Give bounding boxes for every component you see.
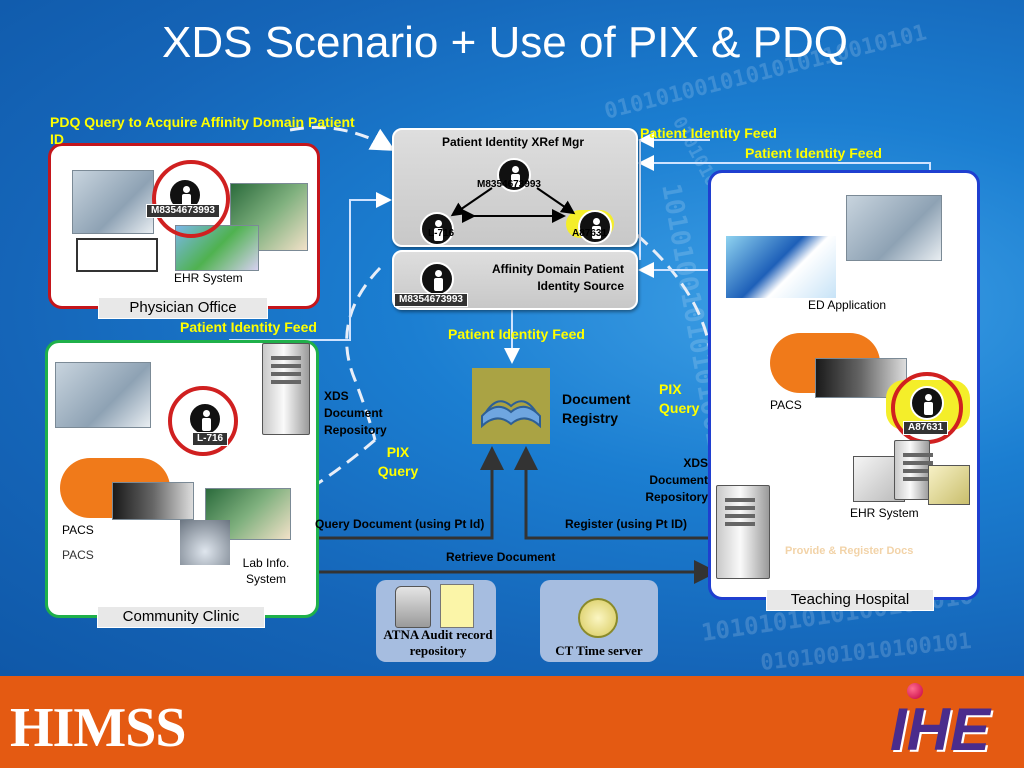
- query-document-label: Query Document (using Pt Id): [315, 517, 485, 531]
- ehr-server-icon: [894, 440, 933, 500]
- ehr-system-label: EHR System: [174, 271, 243, 285]
- ed-application-label: ED Application: [808, 298, 887, 312]
- patient-identity-feed-top: Patient Identity Feed: [640, 125, 777, 141]
- stretcher-clipart: [726, 236, 836, 298]
- affinity-title: Affinity Domain Patient Identity Source: [491, 262, 624, 293]
- clinic-repository-label: XDS Document Repository: [324, 389, 387, 437]
- hospital-repository-server: [716, 485, 770, 579]
- retrieve-document-label: Retrieve Document: [446, 550, 556, 564]
- ehr-document-icon: [928, 465, 970, 505]
- physician-patient-id: M8354673993: [146, 204, 220, 218]
- no-symbol-icon: [168, 386, 238, 456]
- clinic-workers-photo: [55, 362, 151, 428]
- atna-label: ATNA Audit record repository: [383, 627, 493, 658]
- no-symbol-icon: [152, 160, 230, 238]
- connector-layer: [229, 125, 931, 584]
- pix-query-left: PIX Query: [377, 444, 419, 479]
- pacs-images: [112, 482, 194, 520]
- affinity-id: M8354673993: [394, 293, 468, 307]
- hospital-pacs-label: PACS: [770, 398, 802, 412]
- ihe-logo-dot: [907, 683, 923, 699]
- pdq-query-label: PDQ Query to Acquire Affinity Domain Pat…: [50, 114, 355, 147]
- clinic-patient-id: L-716: [192, 432, 229, 446]
- himss-logo: HIMSS: [10, 697, 186, 759]
- patient-icon: [578, 210, 612, 244]
- clinic-repository-server: [262, 343, 310, 435]
- xref-manager-title: Patient Identity XRef Mgr: [441, 135, 584, 149]
- teaching-hospital-caption: Teaching Hospital: [766, 589, 934, 611]
- patient-identity-feed-right: Patient Identity Feed: [745, 145, 882, 161]
- hospital-workers-photo: [846, 195, 942, 261]
- provide-register-label: Provide & Register Docs: [785, 545, 914, 557]
- book-icon: [481, 400, 541, 429]
- xref-left-id: L-716: [428, 228, 455, 239]
- register-label: Register (using Pt ID): [565, 517, 688, 531]
- hospital-patient-id: A87631: [903, 421, 949, 435]
- pacs-label-a: PACS: [62, 523, 94, 537]
- xref-right-id: A87631: [572, 228, 608, 239]
- lock-icon: [395, 586, 431, 628]
- slide-title: XDS Scenario + Use of PIX & PDQ: [162, 18, 848, 67]
- community-clinic-caption: Community Clinic: [97, 606, 265, 628]
- lab-flasks-icon: [180, 520, 230, 565]
- pacs-label-b: PACS: [62, 548, 94, 562]
- house-icon: [76, 238, 158, 272]
- ct-label: CT Time server: [555, 643, 643, 658]
- office-workers-photo: [72, 170, 154, 234]
- patient-identity-feed-center: Patient Identity Feed: [448, 326, 585, 342]
- document-registry-label: Document Registry: [562, 391, 631, 426]
- patient-icon: [188, 402, 222, 436]
- patient-icon: [420, 212, 454, 246]
- lab-info-label: Lab Info. System: [242, 556, 290, 586]
- clock-icon: [578, 598, 618, 638]
- xref-center-id: M8354673993: [477, 179, 541, 190]
- patient-icon: [497, 158, 531, 192]
- footer-bar: [0, 676, 1024, 768]
- patient-icon: [420, 262, 454, 296]
- patient-icon: [910, 386, 944, 420]
- hospital-ehr-label: EHR System: [850, 506, 919, 520]
- notepad-icon: [440, 584, 474, 628]
- hospital-repository-label: XDS Document Repository: [645, 456, 708, 504]
- physician-office-caption: Physician Office: [98, 297, 268, 319]
- patient-identity-feed-left: Patient Identity Feed: [180, 319, 317, 335]
- ihe-logo: IHE: [890, 696, 991, 763]
- xref-arrows: [450, 187, 576, 223]
- pix-query-right: PIX Query: [659, 381, 700, 416]
